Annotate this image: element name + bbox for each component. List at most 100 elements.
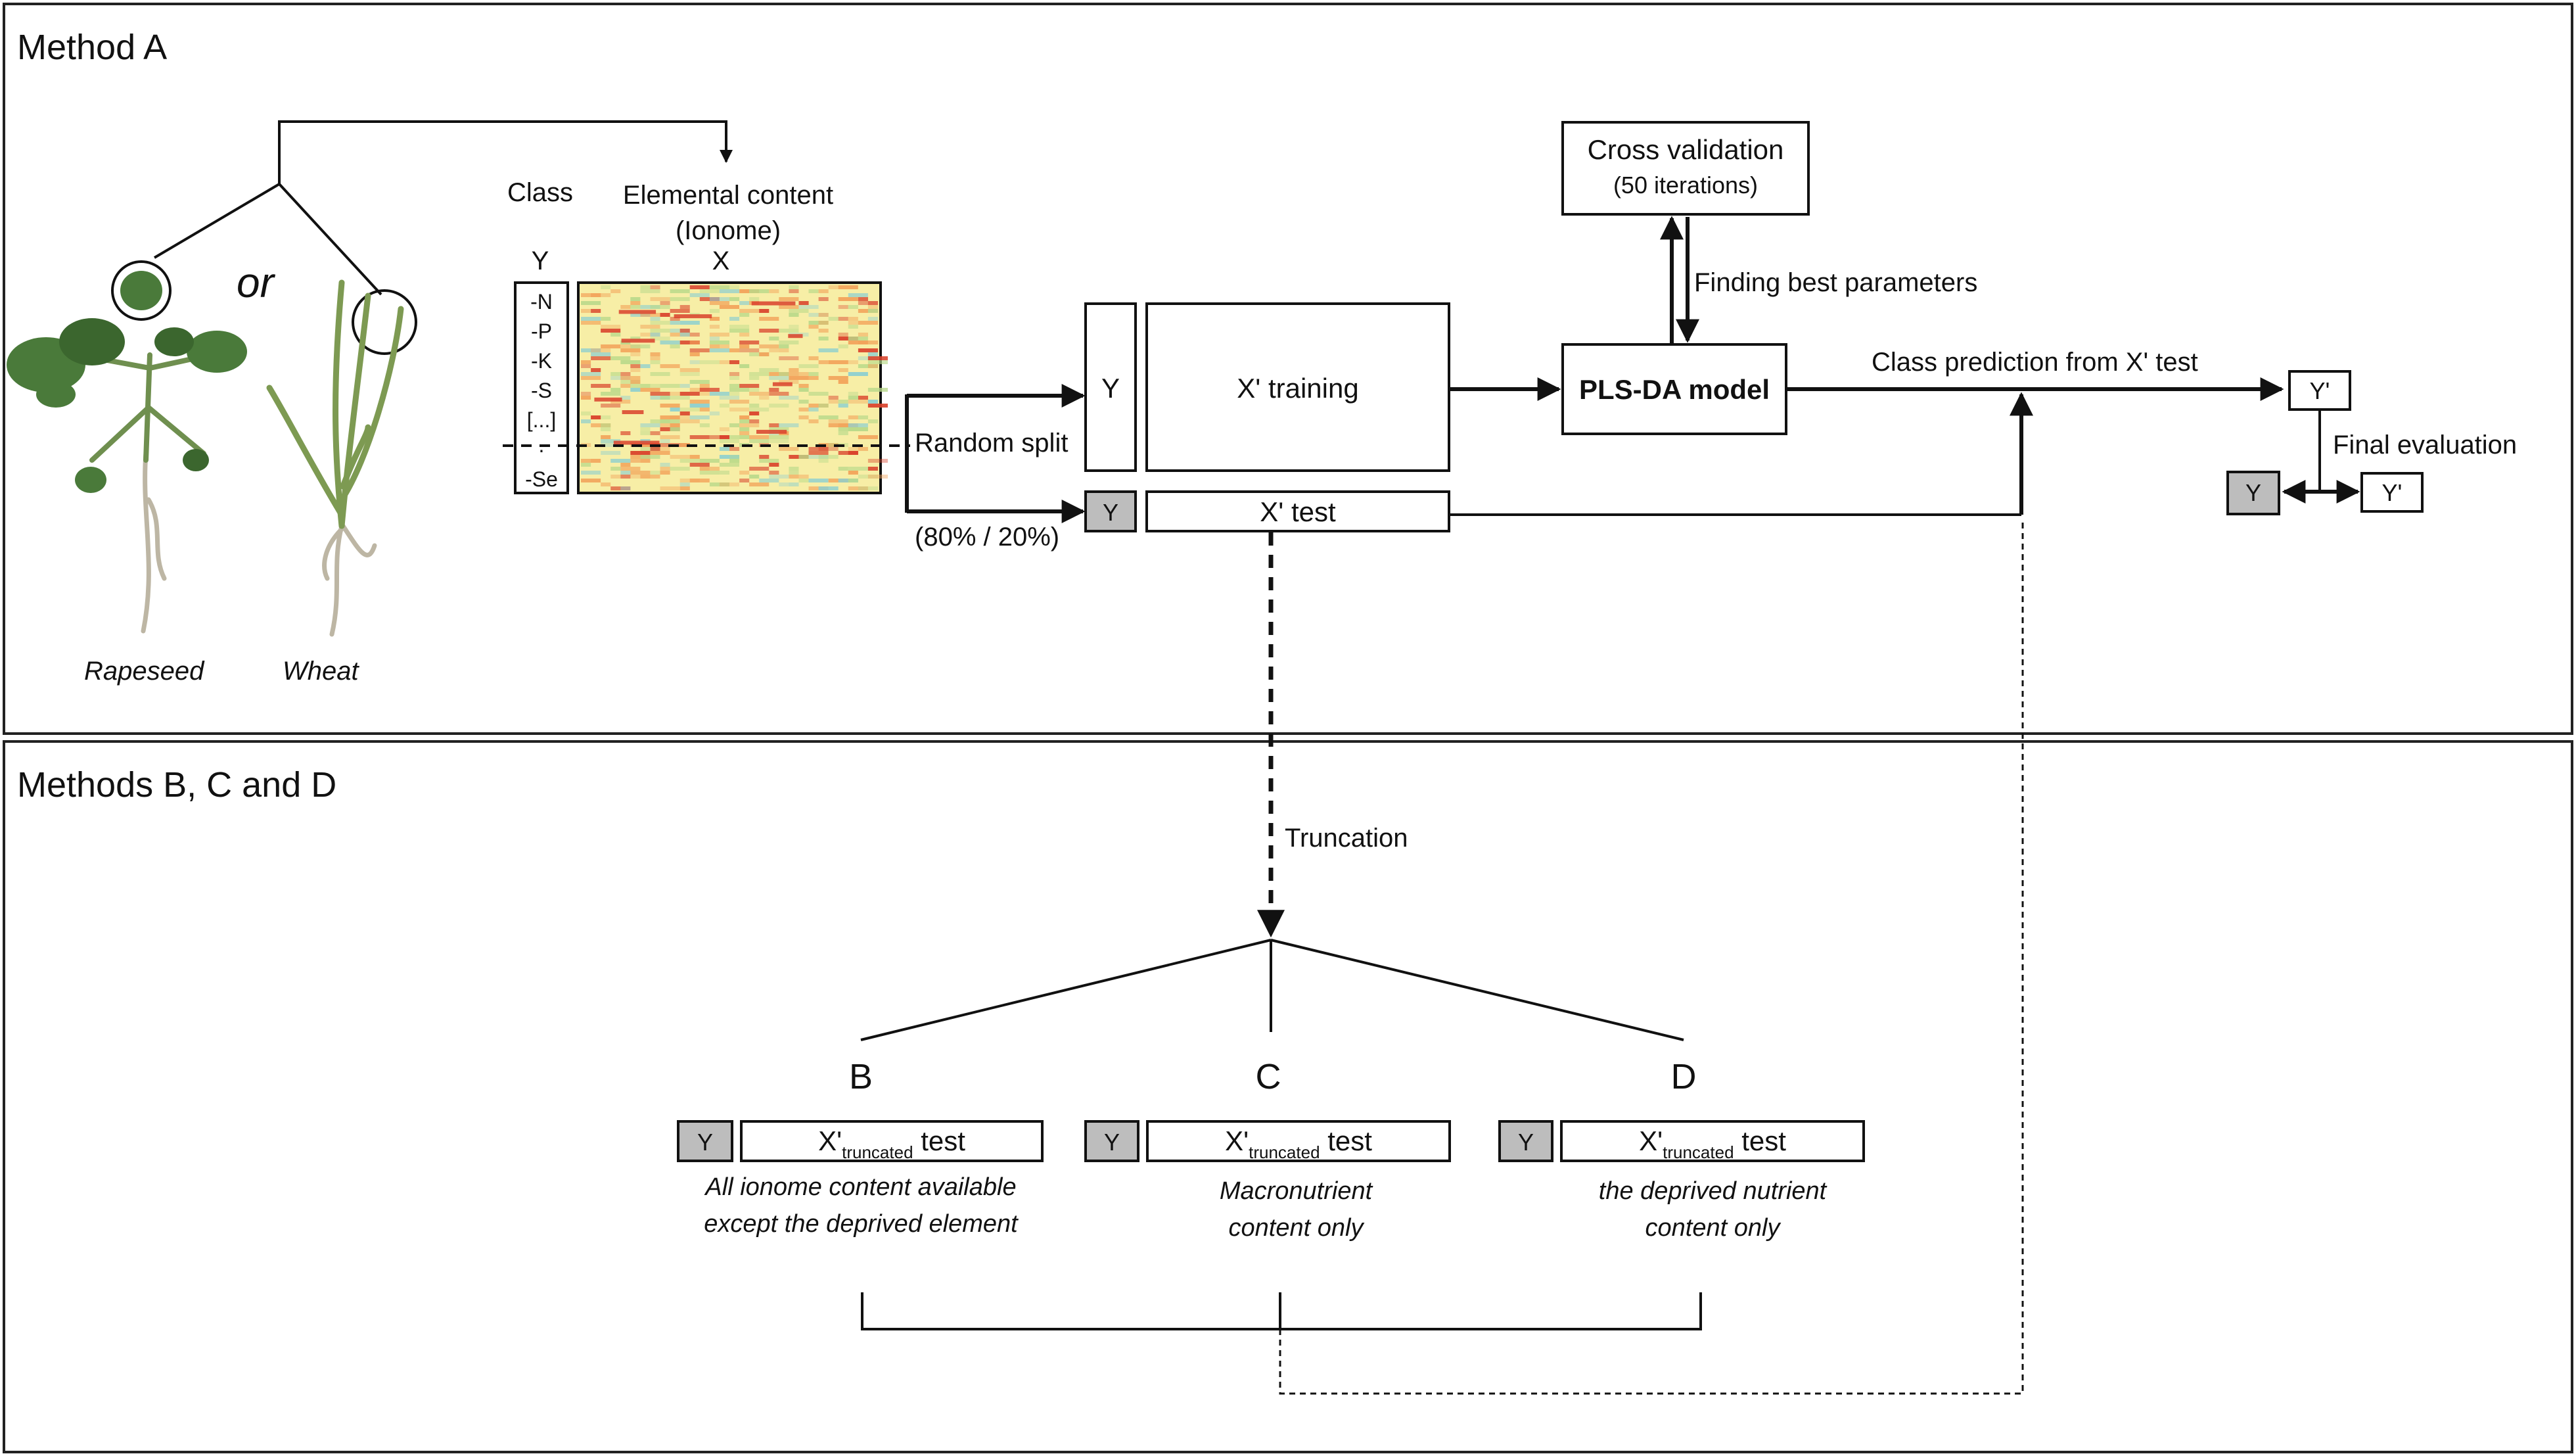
heatmap-cell [798,455,809,459]
heatmap-cell [709,297,729,301]
heatmap-cell [689,388,710,392]
heatmap-cell [838,423,858,427]
heatmap-cell [650,451,670,455]
heatmap-cell [848,341,868,344]
heatmap-cell [858,427,868,431]
branch-b-x-label: X'truncated test [818,1125,965,1162]
heatmap-cell [818,360,829,364]
heatmap-cell [601,415,611,419]
heatmap-cell [848,451,858,455]
heatmap-cell [818,321,829,325]
heatmap-cell [818,455,839,459]
heatmap-cell [670,467,690,471]
heatmap-cell [709,341,729,344]
cross-validation-line2: (50 iterations) [1613,172,1758,199]
heatmap-cell [739,348,760,352]
heatmap-cell [818,415,839,419]
heatmap-cell [660,427,680,431]
random-split-label: Random split [915,429,1068,458]
heatmap-cell [581,321,591,325]
heatmap-cell [620,348,641,352]
heatmap-cell [679,372,700,376]
prediction-label: Class prediction from X' test [1872,348,2198,377]
heatmap-cell [581,463,591,467]
class-list-box [514,281,569,494]
branch-d-x-label: X'truncated test [1639,1125,1786,1162]
heatmap-cell [620,305,631,309]
heatmap-cell [789,376,809,380]
heatmap-cell [769,337,779,341]
heatmap-cell [581,372,601,376]
heatmap-cell [630,384,651,388]
heatmap-cell [689,479,710,482]
heatmap-cell [867,459,888,463]
heatmap-cell [630,475,651,479]
heatmap-cell [679,482,690,486]
heatmap-cell [779,380,799,384]
x-training-label: X' training [1237,373,1358,404]
heatmap-cell [719,455,739,459]
pls-da-model-box [1561,343,1787,435]
branch-d-y-box [1498,1120,1553,1162]
heatmap-cell [749,392,770,396]
heatmap-cell [689,348,710,352]
split-to-training-arrow [905,394,1083,513]
heatmap-cell [858,415,868,419]
heatmap-cell [749,404,760,408]
training-y-label: Y [1101,373,1120,404]
x-training-box [1145,302,1450,472]
heatmap-cell [808,486,829,490]
heatmap-cell [867,301,878,305]
heatmap-cell [620,431,631,435]
heatmap-cell [719,435,729,439]
heatmap-cell [789,368,799,372]
heatmap-cell [640,384,660,388]
heatmap-cell [808,451,829,455]
heatmap-cell [759,396,770,400]
heatmap-cell [660,396,670,400]
heatmap-cell [640,447,660,451]
heatmap-cell [679,384,690,388]
heatmap-cell [749,439,770,443]
heatmap-cell [729,384,740,388]
heatmap-cell [581,396,591,400]
heatmap-cell [630,380,641,384]
cross-validation-line1: Cross validation [1588,134,1784,165]
heatmap-cell [581,392,591,396]
heatmap-cell [670,321,680,325]
truncated-feedback-line [1279,519,2024,1395]
heatmap-cell [779,482,789,486]
matrix-x-label: X [712,247,730,275]
heatmap-cell [660,435,680,439]
heatmap-cell [618,310,656,314]
heatmap-cell [739,479,750,482]
rapeseed-plant-image [7,271,247,634]
heatmap-cell [789,471,799,475]
heatmap-cell [581,376,601,380]
heatmap-cell [660,463,670,467]
elemental-header-line2: (Ionome) [676,216,781,245]
heatmap-cell [622,410,644,414]
heatmap-cell [660,341,680,344]
heatmap-cell [650,431,660,435]
heatmap-cell [848,423,868,427]
heatmap-cell [620,475,631,479]
heatmap-cell [789,482,799,486]
heatmap-cell [838,400,848,404]
heatmap-cell [838,451,858,455]
heatmap-cell [808,447,829,451]
heatmap-cell [610,376,631,380]
heatmap-cell [769,435,789,439]
heatmap-cell [709,301,729,305]
heatmap-cell [650,447,660,451]
heatmap-cell [670,415,690,419]
heatmap-cell [581,364,591,368]
heatmap-cell [591,309,601,313]
heatmap-cell [689,435,710,439]
heatmap-cell [620,486,631,490]
branch-b-letter: B [849,1057,873,1096]
heatmap-cell [838,404,848,408]
plant-selector-connector [111,120,733,355]
heatmap-cell [719,396,739,400]
